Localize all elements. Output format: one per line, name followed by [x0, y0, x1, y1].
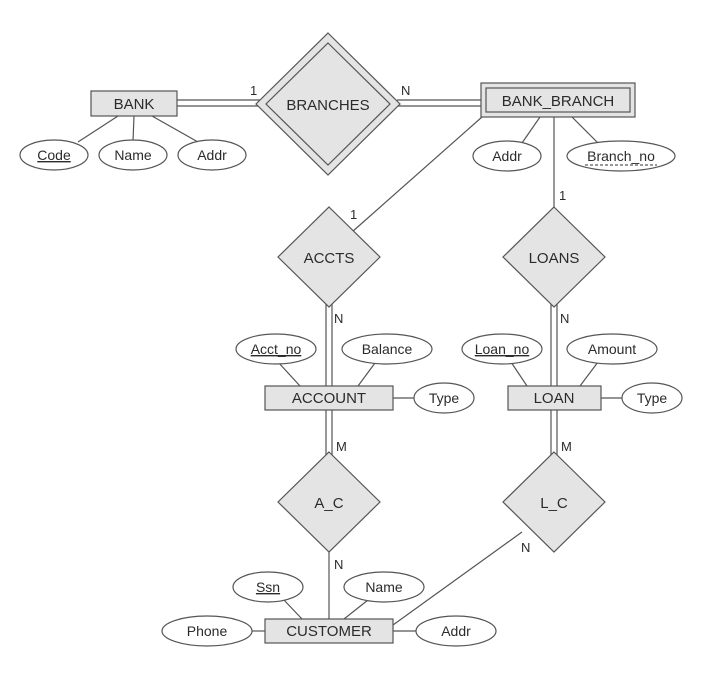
entity-account: ACCOUNT: [264, 385, 394, 411]
entity-label: LOAN: [534, 390, 575, 407]
attribute-customer-name: Name: [343, 571, 425, 603]
cardinality-loans-loan: N: [560, 311, 569, 326]
attribute-label: Loan_no: [475, 341, 530, 357]
cardinality-labels: 1 N 1 N 1 N M N M N: [250, 83, 572, 572]
relationship-label: BRANCHES: [286, 97, 369, 114]
relationship-label: A_C: [314, 495, 343, 512]
cardinality-loans-branch: 1: [559, 188, 566, 203]
relationship-label: ACCTS: [304, 250, 355, 267]
cardinality-ac-account: M: [336, 439, 347, 454]
relationship-a-c: A_C: [277, 451, 381, 553]
relationship-l-c: L_C: [502, 451, 606, 553]
cardinality-lc-customer: N: [521, 540, 530, 555]
attribute-label: Name: [365, 579, 403, 595]
relationship-label: LOANS: [529, 250, 580, 267]
attribute-customer-addr: Addr: [415, 615, 497, 647]
attribute-label: Acct_no: [251, 341, 302, 357]
attribute-account-type: Type: [413, 382, 475, 414]
relationship-loans: LOANS: [502, 206, 606, 308]
attribute-loan-no: Loan_no: [461, 333, 543, 365]
relationship-branches: BRANCHES: [255, 32, 401, 176]
relationship-accts: ACCTS: [277, 206, 381, 308]
attribute-label: Type: [637, 390, 668, 406]
attribute-label: Name: [114, 147, 152, 163]
entity-customer: CUSTOMER: [264, 618, 394, 644]
attribute-branch-no: Branch_no: [566, 140, 676, 172]
entity-label: CUSTOMER: [286, 623, 372, 640]
cardinality-ac-customer: N: [334, 557, 343, 572]
cardinality-branches-branch: N: [401, 83, 410, 98]
entity-label: BANK: [114, 96, 155, 113]
attribute-label: Type: [429, 390, 460, 406]
attribute-label: Addr: [441, 623, 471, 639]
attribute-ssn: Ssn: [232, 571, 304, 603]
attribute-label: Amount: [588, 341, 636, 357]
attribute-label: Code: [37, 147, 71, 163]
attribute-balance: Balance: [341, 333, 433, 365]
attribute-label: Addr: [492, 148, 522, 164]
attribute-bank-addr: Addr: [177, 139, 247, 171]
cardinality-branches-bank: 1: [250, 83, 257, 98]
attribute-acct-no: Acct_no: [235, 333, 317, 365]
attribute-label: Balance: [362, 341, 413, 357]
connector-lines: [77, 99, 623, 632]
attribute-phone: Phone: [161, 615, 253, 647]
entity-bank: BANK: [90, 90, 178, 117]
entity-loan: LOAN: [507, 385, 602, 411]
attribute-label: Phone: [187, 623, 228, 639]
attribute-bank-code: Code: [19, 139, 89, 171]
relationship-label: L_C: [540, 495, 568, 512]
cardinality-accts-account: N: [334, 311, 343, 326]
attribute-label: Ssn: [256, 579, 280, 595]
entity-label: ACCOUNT: [292, 390, 366, 407]
entity-label: BANK_BRANCH: [502, 93, 615, 110]
cardinality-lc-loan: M: [561, 439, 572, 454]
attribute-amount: Amount: [566, 333, 658, 365]
attribute-label: Branch_no: [587, 148, 655, 164]
entity-bank-branch: BANK_BRANCH: [480, 82, 636, 118]
attribute-loan-type: Type: [621, 382, 683, 414]
attribute-bank-name: Name: [98, 139, 168, 171]
cardinality-accts-branch: 1: [350, 207, 357, 222]
attribute-label: Addr: [197, 147, 227, 163]
attribute-branch-addr: Addr: [472, 140, 542, 172]
